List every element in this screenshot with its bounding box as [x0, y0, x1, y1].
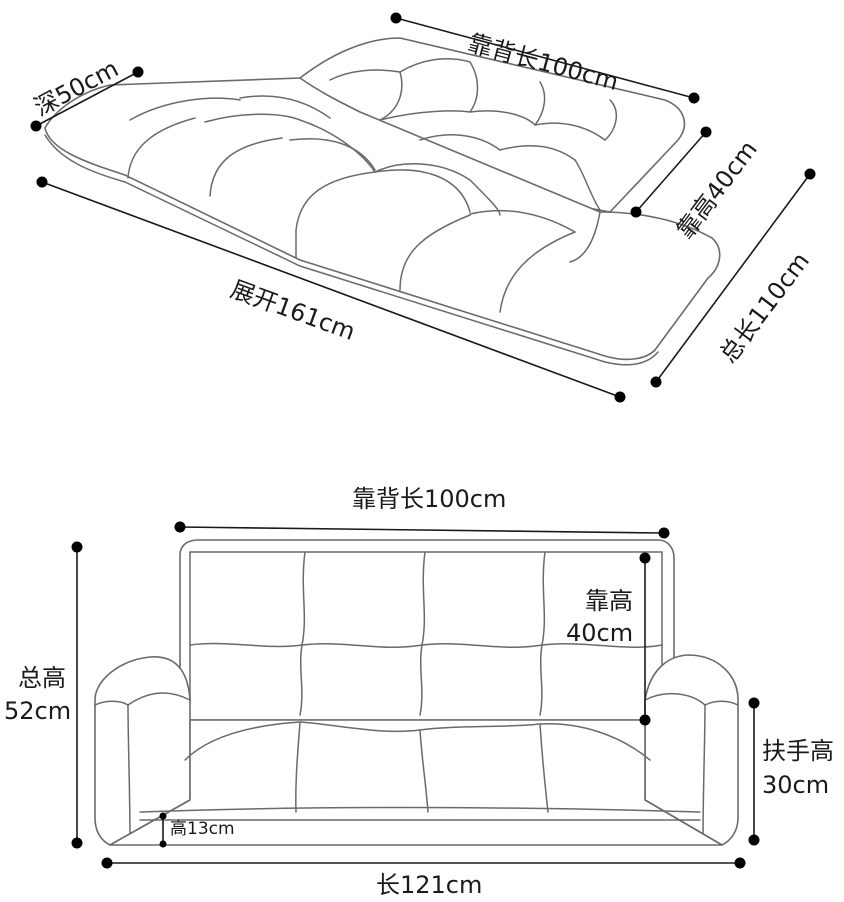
front-armrest-height-label-1: 扶手高: [762, 737, 834, 765]
front-sofa-illustration: [94, 539, 739, 846]
seat-panel: [44, 77, 721, 361]
front-backrest-height-label-2: 40cm: [566, 619, 634, 647]
front-seat-height-label: 高13cm: [170, 819, 235, 839]
top-view-dimensions: [30, 12, 816, 403]
front-backrest-height-label-1: 靠高: [585, 587, 633, 615]
front-total-height-label-2: 52cm: [4, 697, 72, 725]
left-armrest: [94, 656, 191, 846]
front-view-dimensions: [71, 521, 760, 869]
front-armrest-height-label-2: 30cm: [762, 771, 830, 799]
unfolded-sofa-illustration: [44, 37, 721, 366]
front-backrest-length-label: 靠背长100cm: [352, 485, 507, 513]
front-total-height-label-1: 总高: [18, 664, 66, 692]
front-length-label: 长121cm: [376, 871, 483, 899]
